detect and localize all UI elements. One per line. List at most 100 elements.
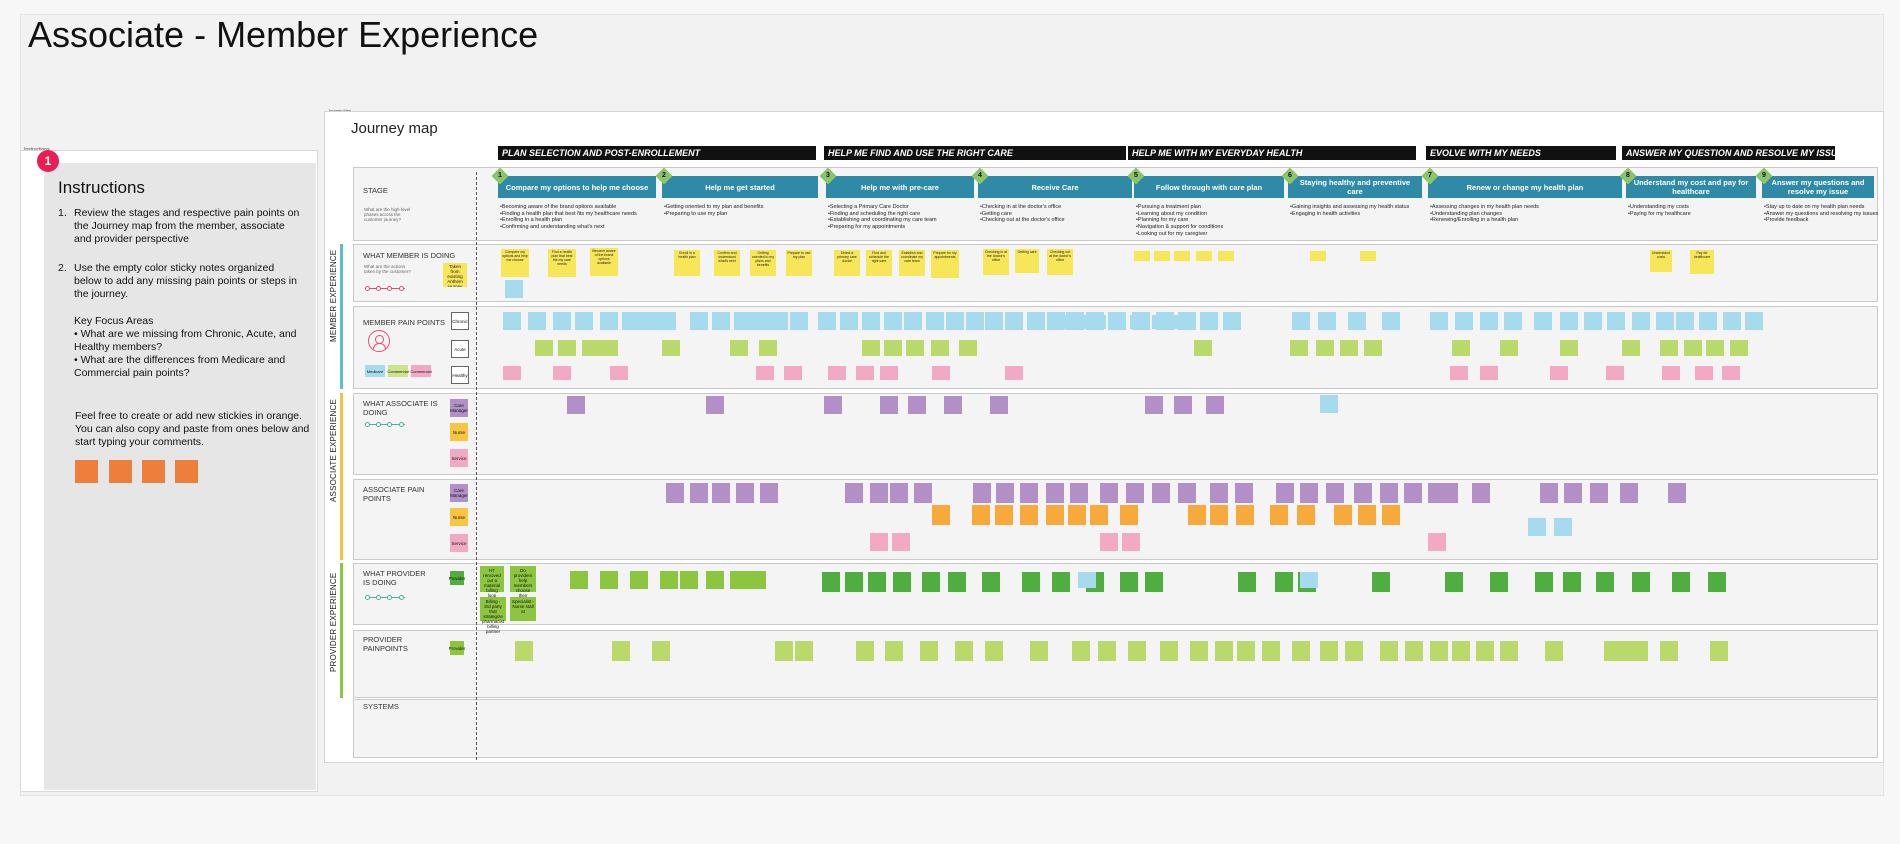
sticky-note[interactable] xyxy=(612,641,630,661)
stage-3[interactable]: Help me with pre-care xyxy=(826,176,974,198)
sticky-note[interactable] xyxy=(1334,505,1352,525)
sticky-note[interactable] xyxy=(1354,483,1372,503)
sticky-note[interactable] xyxy=(1154,251,1170,261)
sticky-note[interactable] xyxy=(1046,483,1064,503)
sticky-note[interactable] xyxy=(1300,483,1318,503)
sticky-note[interactable] xyxy=(973,483,991,503)
sticky-note[interactable] xyxy=(1607,312,1625,330)
sticky-note[interactable] xyxy=(515,641,533,661)
sticky-note[interactable] xyxy=(1235,483,1253,503)
sticky-note[interactable] xyxy=(1545,641,1563,661)
sticky-note[interactable] xyxy=(1699,312,1717,330)
sticky-note[interactable] xyxy=(1297,505,1315,525)
sticky-note[interactable] xyxy=(680,571,698,589)
sticky-note[interactable] xyxy=(630,571,648,589)
sticky-note[interactable] xyxy=(1030,641,1048,661)
sticky-note[interactable] xyxy=(824,396,842,414)
sticky-note[interactable] xyxy=(1318,312,1336,330)
sticky-note[interactable] xyxy=(1452,641,1470,661)
sticky-note[interactable] xyxy=(893,572,911,592)
sticky-note[interactable] xyxy=(567,396,585,414)
sticky-note[interactable] xyxy=(1345,641,1363,661)
sticky-note[interactable]: Enroll in a health plan xyxy=(674,250,700,276)
sticky-note[interactable] xyxy=(856,366,874,380)
sticky-note[interactable] xyxy=(1684,340,1702,356)
sticky-note[interactable] xyxy=(734,312,752,330)
sticky-note[interactable] xyxy=(730,340,748,356)
sticky-note[interactable] xyxy=(1563,572,1581,592)
stage-5[interactable]: Follow through with care plan xyxy=(1134,176,1284,198)
sticky-note[interactable] xyxy=(840,312,858,330)
sticky-note[interactable] xyxy=(1535,572,1553,592)
sticky-note[interactable] xyxy=(884,340,902,356)
sticky-note[interactable] xyxy=(1300,572,1318,588)
sticky-note[interactable] xyxy=(1606,366,1624,380)
sticky-note[interactable] xyxy=(1620,483,1638,503)
sticky-note[interactable] xyxy=(1723,312,1741,330)
sticky-note[interactable]: Getting oriented to my plans and benefit… xyxy=(750,250,776,276)
sticky-note[interactable] xyxy=(1534,312,1552,330)
sticky-note[interactable] xyxy=(1174,396,1192,414)
sticky-note[interactable] xyxy=(1052,315,1070,329)
sticky-note[interactable] xyxy=(690,483,708,503)
sticky-note[interactable]: Find a health plan that best fits my car… xyxy=(548,249,576,277)
sticky-note[interactable] xyxy=(1128,641,1146,661)
sticky-note[interactable] xyxy=(1237,641,1255,661)
sticky-note[interactable] xyxy=(1178,483,1196,503)
sticky-note[interactable] xyxy=(706,396,724,414)
sticky-note[interactable] xyxy=(775,641,793,661)
sticky-note[interactable]: Taken from existing Anthem journey xyxy=(443,263,467,287)
sticky-note[interactable] xyxy=(845,572,863,592)
sticky-note[interactable] xyxy=(1152,315,1170,329)
sticky-note[interactable] xyxy=(1262,641,1280,661)
sticky-note[interactable] xyxy=(528,312,546,330)
sticky-note[interactable] xyxy=(1382,505,1400,525)
sticky-note[interactable] xyxy=(1452,340,1470,356)
sticky-note[interactable]: Become aware of the brand options availa… xyxy=(590,248,618,276)
sticky-note[interactable]: Compare my options and help me choose xyxy=(501,249,529,277)
sticky-note[interactable] xyxy=(982,572,1000,592)
sticky-note[interactable] xyxy=(856,641,874,661)
sticky-note[interactable] xyxy=(1145,396,1163,414)
sticky-note[interactable] xyxy=(995,505,1013,525)
sticky-note[interactable] xyxy=(1120,572,1138,592)
sticky-note[interactable] xyxy=(503,312,521,330)
sticky-note[interactable] xyxy=(870,483,888,503)
sticky-note[interactable]: Billing - 3rd party that strategize phar… xyxy=(480,597,506,634)
sticky-note[interactable] xyxy=(1708,572,1726,592)
sticky-note[interactable] xyxy=(1676,312,1694,330)
sticky-note[interactable] xyxy=(1316,340,1334,356)
sticky-note[interactable] xyxy=(904,312,922,330)
sticky-note[interactable] xyxy=(822,572,840,592)
sticky-note[interactable] xyxy=(1068,505,1086,525)
sticky-note[interactable] xyxy=(575,312,593,330)
sticky-note[interactable] xyxy=(795,641,813,661)
stage-1[interactable]: Compare my options to help me choose xyxy=(498,176,656,198)
sticky-note[interactable] xyxy=(1052,572,1070,592)
orange-sticky[interactable] xyxy=(75,460,98,483)
sticky-note[interactable] xyxy=(1480,366,1498,380)
sticky-note[interactable] xyxy=(985,641,1003,661)
sticky-note[interactable] xyxy=(1134,251,1150,261)
sticky-note[interactable] xyxy=(1090,505,1108,525)
sticky-note[interactable] xyxy=(1554,518,1572,536)
sticky-note[interactable] xyxy=(1662,366,1680,380)
sticky-note[interactable] xyxy=(1706,340,1724,356)
sticky-note[interactable] xyxy=(932,505,950,525)
sticky-note[interactable] xyxy=(1500,340,1518,356)
sticky-note[interactable] xyxy=(570,571,588,589)
sticky-note[interactable] xyxy=(1210,505,1228,525)
sticky-note[interactable] xyxy=(1455,312,1473,330)
sticky-note[interactable] xyxy=(1404,483,1422,503)
sticky-note[interactable] xyxy=(1020,505,1038,525)
sticky-note[interactable] xyxy=(1046,505,1064,525)
sticky-note[interactable] xyxy=(1372,572,1390,592)
sticky-note[interactable] xyxy=(1615,641,1633,661)
sticky-note[interactable]: Establish and coordinate my care team xyxy=(899,250,925,276)
sticky-note[interactable] xyxy=(868,572,886,592)
sticky-note[interactable] xyxy=(712,483,730,503)
sticky-note[interactable] xyxy=(1005,366,1023,380)
sticky-note[interactable] xyxy=(1632,572,1650,592)
sticky-note[interactable]: Getting care xyxy=(1015,249,1039,273)
sticky-note[interactable] xyxy=(1630,641,1648,661)
